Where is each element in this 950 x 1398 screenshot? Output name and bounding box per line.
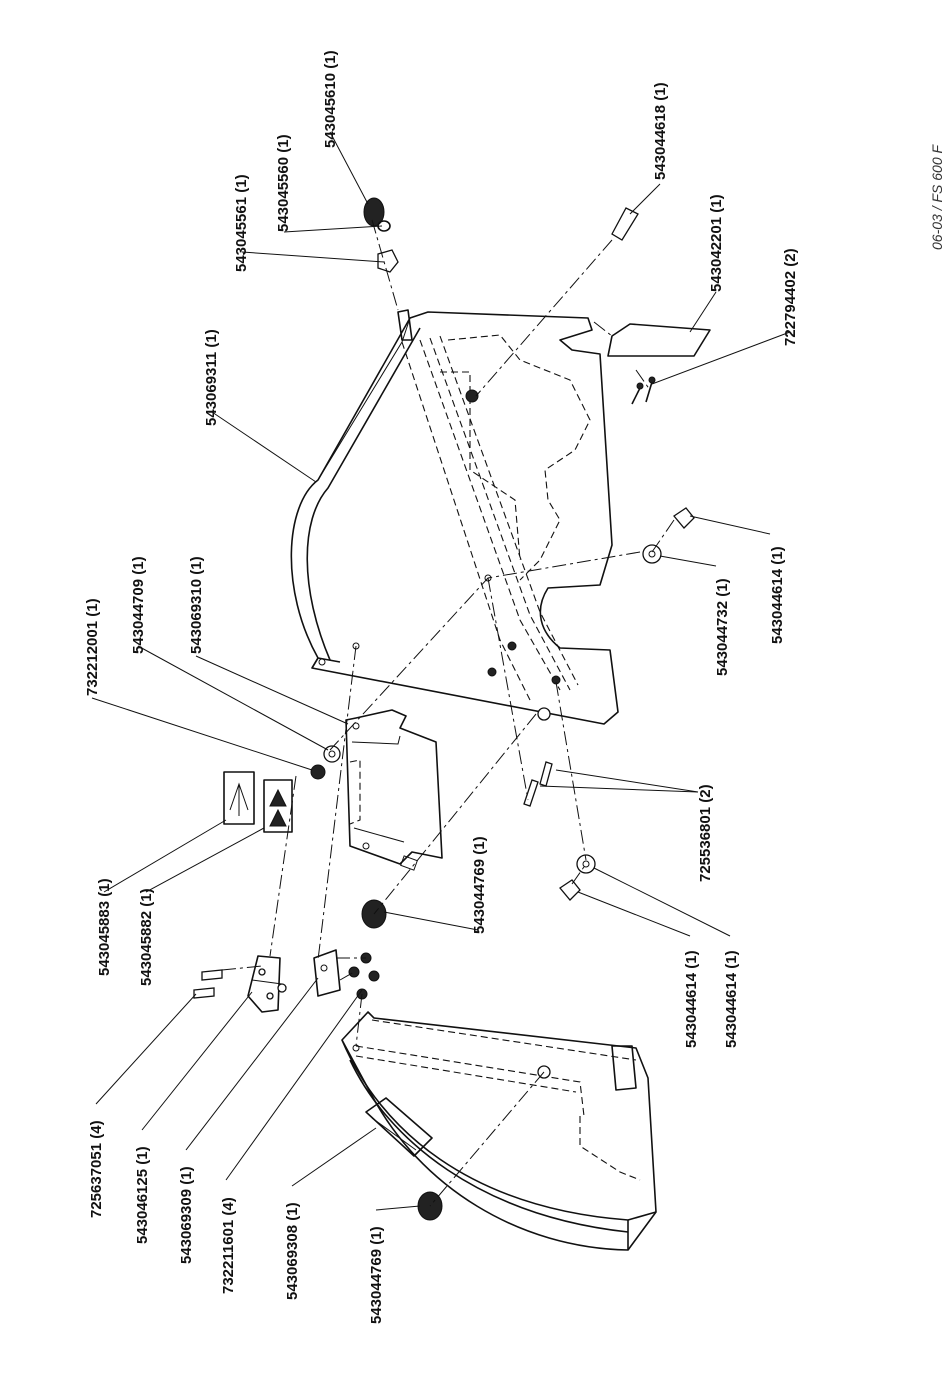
washer-lower-icon: [576, 854, 596, 874]
callout-543045882: 543045882 (1): [138, 888, 155, 986]
main-guard-housing: [290, 309, 619, 725]
callout-725536801: 725536801 (2): [697, 784, 714, 882]
angle-bracket: [313, 949, 341, 997]
arrow-decal: [223, 771, 255, 825]
callout-543044614-lower-b: 543044614 (1): [723, 950, 740, 1048]
nut-lower-icon: [559, 879, 581, 901]
nut-internal-icon: [465, 389, 479, 403]
hardware: [193, 197, 695, 1221]
flat-plate: [607, 323, 711, 357]
callout-543045883: 543045883 (1): [96, 878, 113, 976]
callout-543069311: 543069311 (1): [203, 329, 220, 426]
callout-725637051: 725637051 (4): [88, 1120, 105, 1218]
callout-543044769-lower: 543044769 (1): [368, 1226, 385, 1324]
callout-732211601: 732211601 (4): [220, 1197, 237, 1294]
callout-543044769-upper: 543044769 (1): [471, 836, 488, 934]
screw-right-icon: [539, 761, 553, 787]
nut-c-icon: [368, 970, 380, 982]
nut-b-icon: [348, 966, 360, 978]
assembly-axes: [221, 219, 675, 1207]
callout-543069309: 543069309 (1): [178, 1166, 195, 1264]
washer-right-icon: [642, 544, 662, 564]
screw-top-icon: [201, 969, 223, 981]
lower-curved-cover: [341, 1011, 657, 1251]
callout-543044614-lower-a: 543044614 (1): [683, 950, 700, 1048]
document-reference: 06-03 / FS 600 F: [929, 143, 945, 250]
screw-left-icon: [523, 779, 539, 807]
nut-right-icon: [673, 507, 695, 529]
callout-543044732: 543044732 (1): [714, 578, 731, 676]
callout-543045561: 543045561 (1): [233, 174, 250, 272]
leader-lines: [91, 131, 791, 1211]
callout-543045610: 543045610 (1): [322, 50, 339, 148]
nut-hinge-icon: [310, 764, 326, 780]
callout-543044709: 543044709 (1): [130, 556, 147, 654]
callout-543069310: 543069310 (1): [188, 556, 205, 654]
hinge-bracket: [345, 709, 443, 871]
bolt-top-icon: [611, 207, 639, 241]
callout-543069308: 543069308 (1): [284, 1202, 301, 1300]
callout-722794402: 722794402 (2): [782, 248, 799, 346]
warning-stickers: [223, 771, 293, 833]
callout-543045560: 543045560 (1): [275, 134, 292, 232]
callout-543044614-right: 543044614 (1): [769, 546, 786, 644]
callout-labels: 543045610 (1) 543045560 (1) 543045561 (1…: [84, 50, 799, 1324]
callout-732212001: 732212001 (1): [84, 598, 101, 696]
screw-bottom-icon: [193, 987, 215, 999]
small-hinge: [247, 955, 287, 1013]
hex-nut-icon: [377, 249, 399, 273]
callout-543046125: 543046125 (1): [134, 1146, 151, 1244]
callout-543042201: 543042201 (1): [708, 194, 725, 292]
callout-543044618: 543044618 (1): [652, 82, 669, 180]
